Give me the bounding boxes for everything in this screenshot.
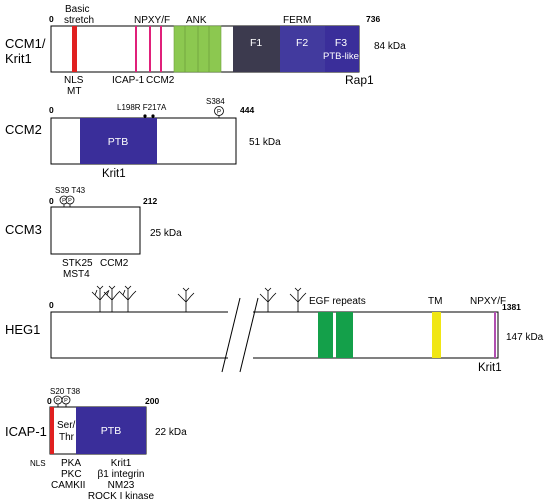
heg1-glycosylation-trees	[91, 285, 307, 312]
ccm2-ptb-domain	[80, 118, 157, 164]
ccm1-size: 84 kDa	[374, 41, 406, 52]
glyco-tree-5	[259, 287, 277, 312]
ccm1-f1-domain	[233, 26, 280, 72]
icap1-ptb-label: PTB	[101, 425, 121, 437]
ccm3-name: CCM3	[5, 222, 42, 237]
ccm3-start: 0	[49, 196, 54, 206]
ccm2-krit1-binder: Krit1	[102, 168, 126, 180]
icap1-serthr-line1: Ser/	[57, 420, 76, 431]
ccm1-npxy-motif-2	[149, 26, 151, 72]
ccm3-end: 212	[143, 196, 157, 206]
ccm1-f3-domain	[325, 26, 359, 72]
ccm1-f2-domain	[280, 26, 325, 72]
ccm1-mt-label: MT	[67, 86, 81, 97]
icap1-nls-label: NLS	[30, 459, 46, 468]
heg1-size: 147 kDa	[506, 332, 544, 343]
ccm1-f2-label: F2	[296, 37, 308, 49]
ccm3-phospho-mark-2: P	[68, 198, 72, 204]
icap1-size: 22 kDa	[155, 427, 187, 438]
ccm1-rap1-binder: Rap1	[345, 73, 374, 87]
icap1-binder-3: NM23	[108, 480, 135, 491]
icap1-binder-1: Krit1	[111, 458, 132, 469]
glyco-tree-2	[103, 285, 121, 312]
ccm2-size: 51 kDa	[249, 137, 281, 148]
ccm3-protein: CCM3 0 212 S39 T43 P P 25 kDa STK25 MST4…	[5, 186, 182, 280]
ccm1-icap-binder: ICAP-1	[112, 75, 145, 86]
ccm1-basic-stretch	[72, 26, 77, 72]
ccm1-ank-domain	[173, 25, 222, 73]
icap1-sites: S20 T38	[50, 387, 81, 396]
ccm3-size: 25 kDa	[150, 228, 182, 239]
heg1-egf-label: EGF repeats	[309, 296, 366, 307]
icap1-start: 0	[47, 396, 52, 406]
ccm1-basic-label-1: Basic	[65, 4, 89, 15]
ccm1-basic-label-2: stretch	[64, 15, 94, 26]
heg1-break-mark-1	[221, 297, 241, 373]
glyco-tree-1	[91, 285, 109, 312]
heg1-npxy-label: NPXY/F	[470, 296, 506, 307]
glyco-tree-6	[289, 287, 307, 312]
icap1-binder-4: ROCK I kinase	[88, 491, 155, 502]
icap1-name: ICAP-1	[5, 424, 47, 439]
ccm1-f3-sub-label: PTB-like	[323, 51, 359, 62]
ccm3-mst4-binder: MST4	[63, 269, 90, 280]
icap1-phospho-mark-1: P	[56, 398, 60, 404]
heg1-egf-repeat-1	[318, 312, 333, 358]
glyco-tree-3	[119, 285, 137, 312]
ccm2-ptb-label: PTB	[108, 136, 128, 148]
icap1-protein: ICAP-1 0 200 S20 T38 P P Ser/ Thr PTB 22…	[5, 387, 187, 502]
ccm1-f1-label: F1	[250, 37, 262, 49]
ccm1-nls-label: NLS	[64, 75, 84, 86]
heg1-backbone	[50, 311, 499, 359]
ccm2-phospho-mark: P	[217, 110, 221, 116]
ccm1-npxy-motif-3	[160, 26, 162, 72]
ccm2-start: 0	[49, 105, 54, 115]
glyco-tree-4	[177, 287, 195, 312]
icap1-serthr-line2: Thr	[59, 432, 75, 443]
ccm1-f3-label: F3	[335, 37, 347, 49]
heg1-name: HEG1	[5, 322, 40, 337]
icap1-phospho-mark-2: P	[64, 398, 68, 404]
ccm2-site-label: S384	[206, 97, 225, 106]
ccm2-mutations: L198R F217A	[117, 103, 167, 112]
ccm3-ccm2-binder: CCM2	[100, 258, 129, 269]
ccm1-ferm-label: FERM	[283, 15, 311, 26]
icap1-ptb-domain	[76, 407, 146, 454]
ccm1-npxy-label: NPXY/F	[134, 15, 170, 26]
ccm2-protein: CCM2 0 444 L198R F217A S384 P PTB 51 kDa…	[5, 97, 281, 180]
ccm3-backbone	[50, 206, 141, 255]
icap1-nls-region	[50, 407, 54, 454]
ccm3-phospho-mark-1: P	[62, 198, 66, 204]
heg1-krit1-binder: Krit1	[478, 362, 502, 374]
ccm2-end: 444	[240, 105, 254, 115]
heg1-start: 0	[49, 300, 54, 310]
ccm1-ank-label: ANK	[186, 15, 207, 26]
ccm3-stk25-binder: STK25	[62, 258, 93, 269]
ccm1-end: 736	[366, 14, 380, 24]
ccm1-ccm2-binder: CCM2	[146, 75, 175, 86]
icap1-kinase-3: CAMKII	[51, 480, 85, 491]
heg1-end: 1381	[502, 302, 521, 312]
ccm1-name-line1: CCM1/	[5, 36, 46, 51]
ccm2-mutation-dot-1	[143, 114, 147, 118]
ccm1-npxy-motif-1	[135, 26, 137, 72]
heg1-protein: HEG1 0 1381 EGF repeats TM NPXY/F 147 kD…	[5, 285, 544, 374]
ccm1-start: 0	[49, 14, 54, 24]
icap1-kinase-2: PKC	[61, 469, 82, 480]
heg1-egf-repeat-2	[336, 312, 353, 358]
ccm2-mutation-dot-2	[151, 114, 155, 118]
ccm1-name-line2: Krit1	[5, 51, 32, 66]
ccm2-name: CCM2	[5, 122, 42, 137]
icap1-binder-2: β1 integrin	[98, 469, 145, 480]
icap1-kinase-1: PKA	[61, 458, 81, 469]
ccm3-sites: S39 T43	[55, 186, 86, 195]
heg1-npxy-motif	[494, 312, 496, 358]
heg1-tm-label: TM	[428, 296, 442, 307]
ccm1-protein: CCM1/ Krit1 0 736 Basic stretch NPXY/F A…	[5, 4, 406, 97]
icap1-end: 200	[145, 396, 159, 406]
heg1-break-mark-2	[239, 297, 259, 373]
heg1-tm-domain	[432, 312, 441, 358]
